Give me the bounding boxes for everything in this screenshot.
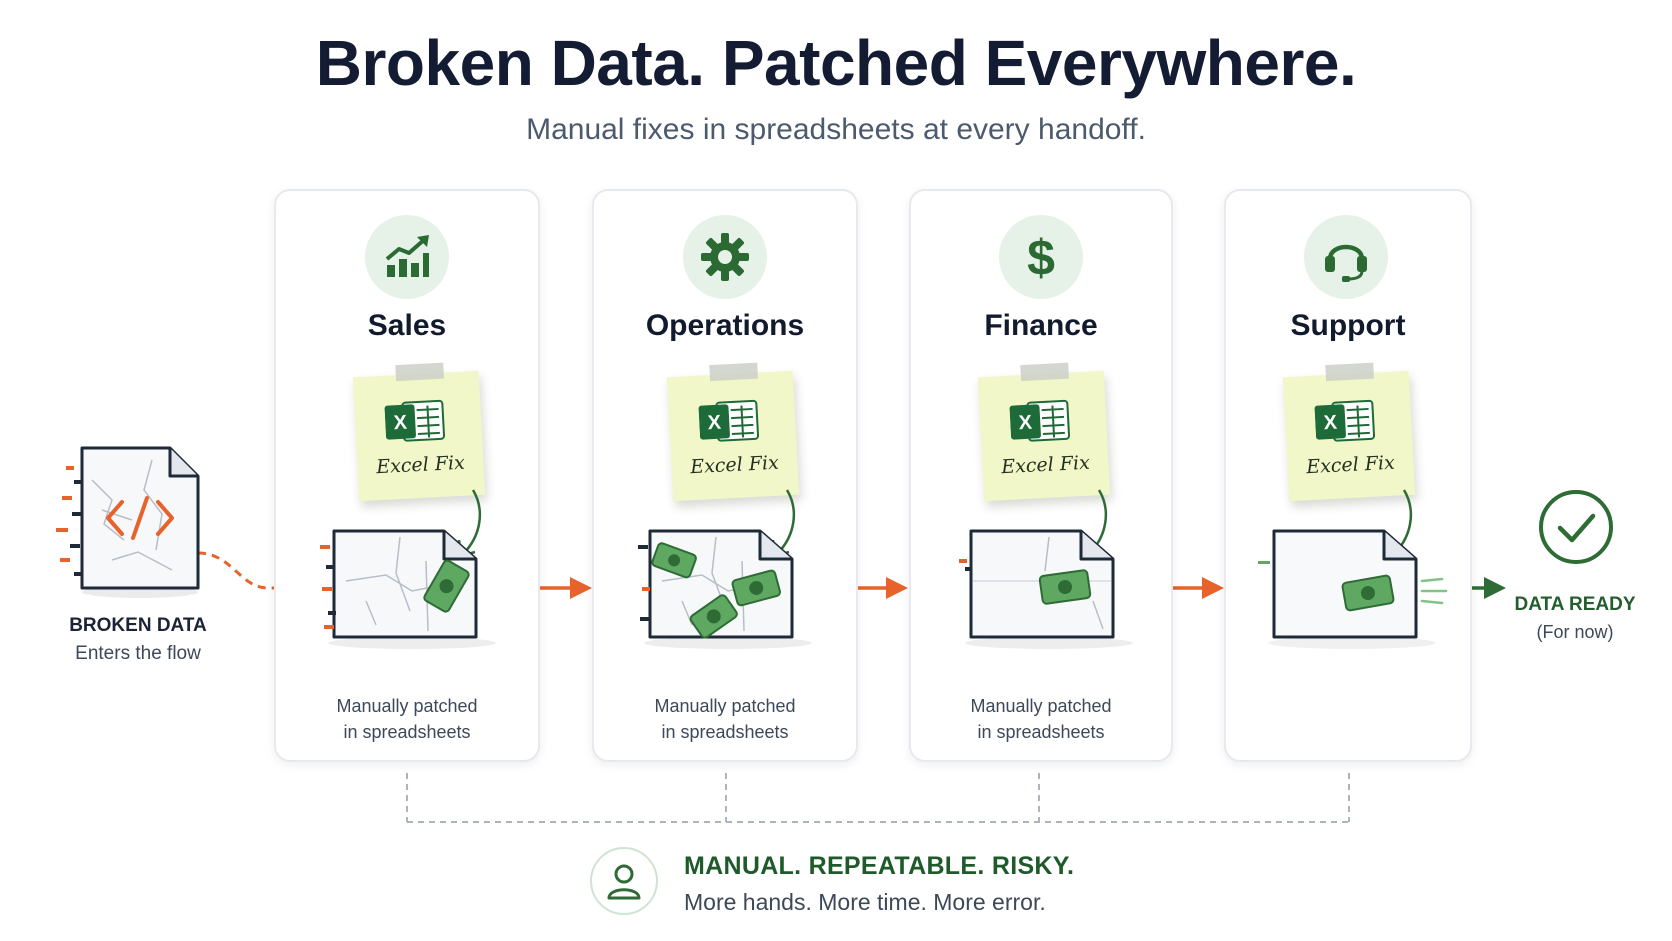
excel-icon: X [698,399,760,442]
patched-document [1258,529,1448,649]
stage-caption-line1: Manually patched [336,696,478,716]
stage-card-finance: $ Finance X Excel Fix Manually patched i… [909,189,1173,762]
svg-text:X: X [393,412,408,435]
stage-caption-line2: in spreadsheets [661,722,789,742]
patched-document [320,529,496,649]
arrowhead-operations-finance [886,577,908,599]
code-icon [106,496,174,540]
bar-chart-growth-icon [365,215,449,299]
note-text: Excel Fix [1000,451,1091,479]
broken-data-document [56,446,200,598]
excel-icon: X [1314,399,1376,442]
svg-text:X: X [1018,412,1033,435]
excel-fix-note: X Excel Fix [352,362,486,502]
headset-icon [1304,215,1388,299]
pixel-glitch-marks [56,466,82,576]
note-text: Excel Fix [689,451,780,479]
stage-title: Sales [367,309,447,342]
patch-icon [1038,569,1092,605]
source-dashed-arrow [197,551,318,590]
note-text: Excel Fix [1305,451,1396,479]
excel-fix-note: X Excel Fix [666,362,800,502]
stage-card-operations: Operations X Excel Fix [592,189,858,762]
patch-icon [689,594,738,639]
stage-caption: Manually patched in spreadsheets [276,693,538,745]
stage-title: Operations [645,309,805,342]
arrowhead-finance-support [1202,577,1224,599]
arrowhead-support-ready [1484,577,1506,599]
stage-caption-line1: Manually patched [970,696,1112,716]
speed-lines [1420,577,1448,605]
arrowhead-sales-operations [570,577,592,599]
data-ready-sublabel: (For now) [1536,622,1614,642]
stage-title: Finance [984,309,1098,342]
note-text: Excel Fix [375,451,466,479]
check-circle-icon [1539,490,1613,564]
patched-document [638,529,812,649]
excel-fix-note: X Excel Fix [1282,362,1416,502]
footer-subtitle: More hands. More time. More error. [684,889,1046,915]
patch-icon [1341,574,1395,612]
svg-text:$: $ [1027,231,1055,283]
excel-icon: X [1009,399,1071,442]
patch-icon [651,542,697,579]
page-title: Broken Data. Patched Everywhere. [315,27,1357,99]
stage-caption: Manually patched in spreadsheets [594,693,856,745]
data-ready-label: DATA READY [1514,594,1636,615]
patch-icon [731,569,781,607]
svg-text:X: X [707,412,722,435]
excel-fix-note: X Excel Fix [977,362,1111,502]
broken-data-label: BROKEN DATA [69,615,207,636]
stage-caption-line2: in spreadsheets [343,722,471,742]
dashed-bracket [406,773,1350,823]
page-subtitle: Manual fixes in spreadsheets at every ha… [526,113,1146,146]
excel-icon: X [384,399,446,442]
patch-icon [423,559,470,613]
gear-icon [683,215,767,299]
stage-caption: Manually patched in spreadsheets [911,693,1171,745]
stage-caption-line1: Manually patched [654,696,796,716]
stage-title: Support [1290,309,1406,342]
footer-title: MANUAL. REPEATABLE. RISKY. [684,852,1075,880]
stage-caption-line2: in spreadsheets [977,722,1105,742]
dollar-icon: $ [999,215,1083,299]
broken-data-sublabel: Enters the flow [75,643,201,664]
patched-document [959,529,1133,649]
stage-card-sales: Sales X Excel Fix Manually patched in sp… [274,189,540,762]
stage-card-support: Support X Excel Fix [1224,189,1472,762]
svg-text:X: X [1323,412,1338,435]
user-icon [590,847,658,915]
